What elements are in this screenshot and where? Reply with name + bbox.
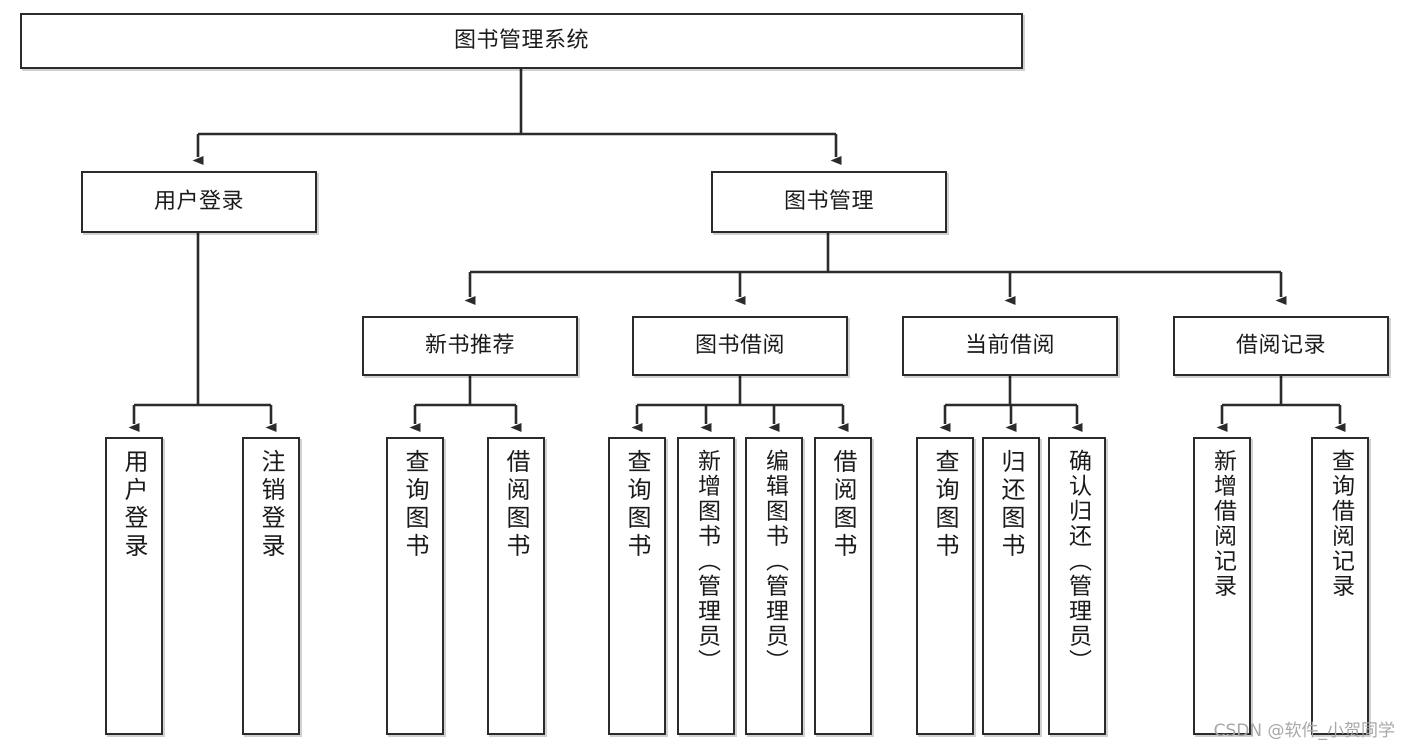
node-root-label: 图书管理系统 [453, 28, 589, 54]
node-book-borrow[interactable]: 图书借阅 [632, 316, 848, 376]
node-new-book-recommend-label: 新书推荐 [424, 333, 515, 359]
leaf-query-book-2[interactable]: 查询图书 [608, 437, 666, 735]
node-new-book-recommend[interactable]: 新书推荐 [362, 316, 578, 376]
node-borrow-record-label: 借阅记录 [1235, 333, 1326, 359]
node-book-borrow-label: 图书借阅 [694, 333, 785, 359]
leaf-query-book-3-label: 查询图书 [931, 449, 959, 561]
leaf-return-book[interactable]: 归还图书 [982, 437, 1040, 735]
leaf-confirm-return[interactable]: 确认归还（管理员） [1048, 437, 1106, 735]
node-root[interactable]: 图书管理系统 [20, 13, 1023, 69]
leaf-logout-login[interactable]: 注销登录 [242, 437, 300, 735]
node-book-manage-label: 图书管理 [783, 189, 874, 215]
leaf-edit-book-label: 编辑图书（管理员） [761, 449, 788, 674]
leaf-add-record-label: 新增借阅记录 [1209, 449, 1236, 599]
leaf-query-record-label: 查询借阅记录 [1327, 449, 1354, 599]
leaf-query-book-1-label: 查询图书 [401, 449, 429, 561]
node-book-manage[interactable]: 图书管理 [711, 171, 947, 233]
leaf-borrow-book-1[interactable]: 借阅图书 [487, 437, 545, 735]
leaf-logout-login-label: 注销登录 [257, 449, 285, 561]
node-current-borrow-label: 当前借阅 [964, 333, 1055, 359]
leaf-borrow-book-2-label: 借阅图书 [829, 449, 857, 561]
csdn-watermark: CSDN @软件_小贺同学 [1213, 721, 1395, 741]
leaf-query-book-3[interactable]: 查询图书 [916, 437, 974, 735]
leaf-borrow-book-2[interactable]: 借阅图书 [814, 437, 872, 735]
leaf-confirm-return-label: 确认归还（管理员） [1064, 449, 1091, 674]
leaf-add-book[interactable]: 新增图书（管理员） [677, 437, 735, 735]
leaf-borrow-book-1-label: 借阅图书 [502, 449, 530, 561]
leaf-query-book-1[interactable]: 查询图书 [386, 437, 444, 735]
leaf-user-login[interactable]: 用户登录 [105, 437, 163, 735]
leaf-add-record[interactable]: 新增借阅记录 [1193, 437, 1251, 735]
leaf-query-record[interactable]: 查询借阅记录 [1311, 437, 1369, 735]
node-user-login[interactable]: 用户登录 [81, 171, 317, 233]
leaf-user-login-label: 用户登录 [120, 449, 148, 561]
node-current-borrow[interactable]: 当前借阅 [902, 316, 1118, 376]
leaf-edit-book[interactable]: 编辑图书（管理员） [745, 437, 803, 735]
leaf-query-book-2-label: 查询图书 [623, 449, 651, 561]
node-borrow-record[interactable]: 借阅记录 [1173, 316, 1389, 376]
leaf-return-book-label: 归还图书 [997, 449, 1025, 561]
node-user-login-label: 用户登录 [153, 189, 244, 215]
leaf-add-book-label: 新增图书（管理员） [693, 449, 720, 674]
